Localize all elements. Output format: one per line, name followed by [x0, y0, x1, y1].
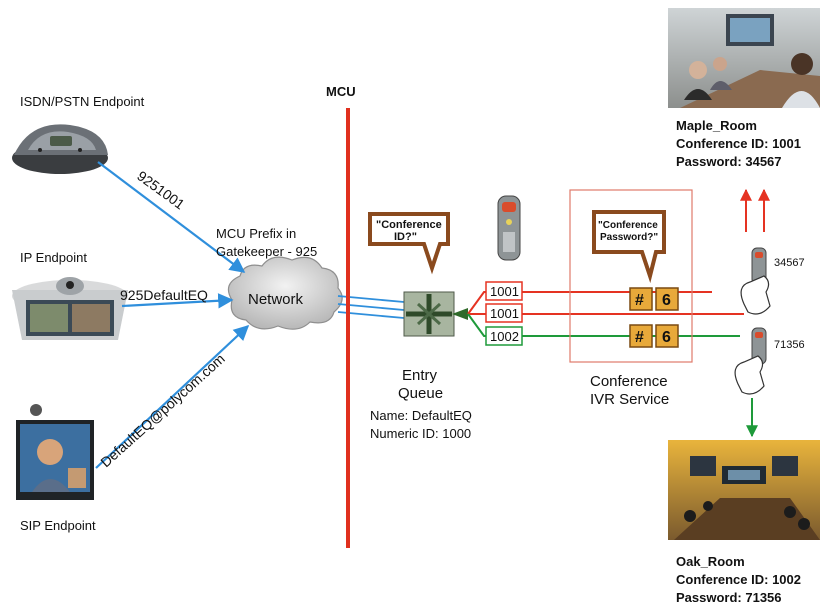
ip-endpoint-label: IP Endpoint — [20, 250, 87, 265]
isdn-dial-string: 9251001 — [134, 167, 188, 212]
password-bubble-line2: Password?" — [600, 232, 658, 243]
ivr-service-box — [569, 189, 693, 363]
entry-queue-name: Name: DefaultEQ — [370, 408, 472, 423]
maple-room-conf-id: Conference ID: 1001 — [676, 136, 801, 151]
keypad-six-lower: 6 — [662, 329, 671, 346]
hand-remote-upper — [740, 247, 771, 315]
mcu-label: MCU — [326, 84, 356, 99]
remote-control-icon — [497, 195, 521, 261]
oak-room-conf-id: Conference ID: 1002 — [676, 572, 801, 587]
id-label-1001-middle: 1001 — [490, 306, 519, 321]
keypad-hash-upper: # — [635, 292, 644, 309]
gatekeeper-label-line2: Gatekeeper - 925 — [216, 244, 317, 259]
isdn-phone-image — [12, 124, 108, 174]
maple-room-name: Maple_Room — [676, 118, 757, 133]
hand-remote-lower — [734, 327, 767, 395]
password-bubble-line1: "Conference — [598, 220, 658, 231]
isdn-to-network-arrow — [97, 161, 246, 273]
isdn-endpoint-label: ISDN/PSTN Endpoint — [20, 94, 145, 109]
entry-queue-title-line1: Entry — [402, 367, 438, 384]
conference-id-callout — [368, 212, 450, 275]
conference-id-bubble-line1: "Conference — [376, 219, 442, 231]
entry-queue-title-line2: Queue — [398, 385, 443, 402]
oak-room-name: Oak_Room — [676, 554, 745, 569]
id-label-1001-top: 1001 — [490, 284, 519, 299]
password-entry-upper: 34567 — [774, 257, 805, 269]
keypad-six-upper: 6 — [662, 292, 671, 309]
network-cloud — [227, 256, 343, 330]
id-box-1001-middle — [485, 303, 523, 323]
ip-endpoint-image — [12, 277, 128, 340]
ivr-title-line1: Conference — [590, 373, 668, 390]
ivr-keypad-lower — [629, 324, 679, 348]
password-entry-lower: 71356 — [774, 339, 805, 351]
entry-queue-icon — [403, 291, 468, 337]
id-box-1001-top — [485, 281, 523, 301]
sip-endpoint-image — [16, 404, 94, 500]
network-label: Network — [248, 291, 304, 308]
oak-room-photo — [668, 440, 820, 540]
maple-room-password: Password: 34567 — [676, 154, 782, 169]
keypad-hash-lower: # — [635, 329, 644, 346]
maple-room-photo — [668, 8, 820, 108]
ivr-title-line2: IVR Service — [590, 391, 669, 408]
conference-password-callout — [592, 210, 666, 284]
ip-to-network-arrow — [121, 293, 234, 309]
id-label-1002: 1002 — [490, 329, 519, 344]
ivr-keypad-upper — [629, 287, 679, 311]
ip-dial-string: 925DefaultEQ — [120, 287, 208, 303]
oak-room-password: Password: 71356 — [676, 590, 782, 605]
gatekeeper-label-line1: MCU Prefix in — [216, 226, 296, 241]
id-box-1002 — [485, 326, 523, 346]
sip-endpoint-label: SIP Endpoint — [20, 518, 96, 533]
sip-to-network-arrow — [95, 324, 250, 469]
sip-dial-string: DefaultEQ@polycom.com — [97, 350, 228, 470]
conference-id-bubble-line2: ID?" — [394, 231, 417, 243]
entry-queue-numeric-id: Numeric ID: 1000 — [370, 426, 471, 441]
